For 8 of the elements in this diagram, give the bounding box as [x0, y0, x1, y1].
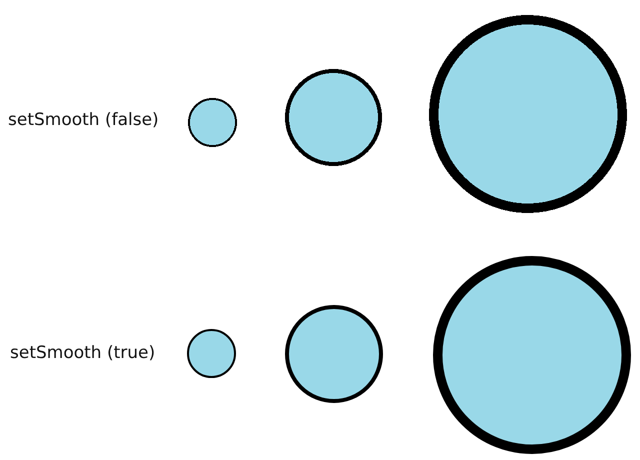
circle-shape: [188, 98, 236, 146]
circle-shape: [186, 328, 236, 378]
circle-shape: [284, 68, 382, 166]
text-label: setSmooth (true): [10, 343, 156, 363]
circle-shape: [285, 305, 383, 403]
circle-shape: [429, 15, 627, 213]
text-label: setSmooth (false): [8, 110, 159, 130]
circle-shape: [433, 256, 631, 454]
